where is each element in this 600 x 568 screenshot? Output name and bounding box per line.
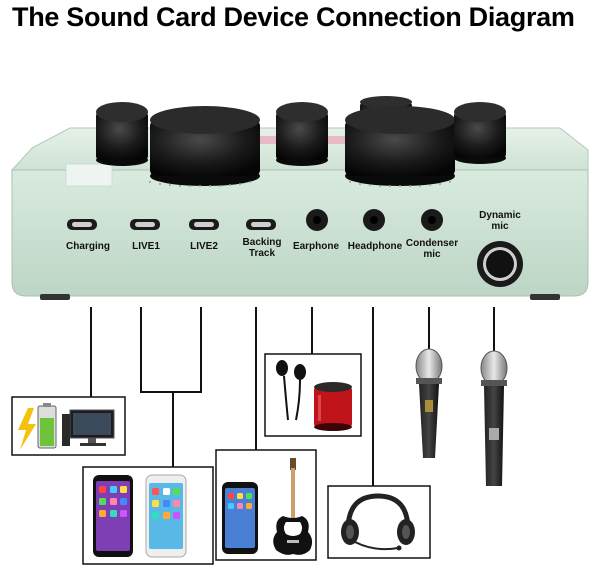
line-live1-live2	[140, 307, 202, 393]
port-label-earphone: Earphone	[293, 241, 340, 252]
port-label-condenser-mic: mic	[423, 249, 441, 260]
port-label-live2: LIVE2	[190, 241, 218, 252]
device-box-live	[82, 466, 214, 565]
live1-port	[130, 219, 160, 230]
dynamic-microphone	[480, 350, 508, 486]
speaker-icon	[314, 382, 352, 431]
large-knob-right	[345, 106, 455, 186]
port-label-headphone: Headphone	[348, 241, 403, 252]
phone-icon	[93, 475, 133, 557]
phone-icon	[145, 474, 187, 558]
charging-port	[67, 219, 97, 230]
earphone-jack	[306, 209, 328, 231]
port-label-backing: Backing	[243, 237, 282, 248]
sound-card-device: Charging LIVE1 LIVE2 Backing Track Earph…	[10, 96, 589, 300]
microphone-icon	[480, 350, 508, 486]
condenser-mic-jack	[421, 209, 443, 231]
port-label-dynamic-mic: mic	[491, 221, 509, 232]
small-knob-left	[96, 102, 148, 166]
live2-port	[189, 219, 219, 230]
phone-icon	[222, 482, 258, 554]
port-label-condenser: Condenser	[406, 238, 458, 249]
large-knob-left	[150, 106, 260, 186]
dynamic-mic-jack	[477, 241, 523, 287]
page-title: The Sound Card Device Connection Diagram	[12, 2, 575, 32]
device-box-earphone	[264, 353, 362, 437]
small-knob-right	[454, 102, 506, 164]
device-box-backing-track	[215, 449, 317, 561]
microphone-icon	[415, 348, 443, 458]
guitar-icon	[273, 458, 313, 555]
speaker-dots	[149, 181, 451, 187]
condenser-microphone	[415, 348, 443, 458]
connection-lines	[90, 307, 495, 486]
headset-icon	[341, 493, 415, 551]
earphones-icon	[276, 360, 306, 421]
port-label-charging: Charging	[66, 241, 110, 252]
small-knob-middle	[276, 102, 328, 166]
computer-icon	[62, 409, 115, 446]
port-label-dynamic: Dynamic	[479, 210, 521, 221]
device-box-charging	[11, 396, 126, 456]
headphone-jack	[363, 209, 385, 231]
backing-track-port	[246, 219, 276, 230]
port-label-track: Track	[249, 248, 276, 259]
lightning-icon	[18, 408, 36, 450]
device-box-headphone	[327, 485, 431, 559]
battery-icon	[37, 403, 57, 449]
port-label-live1: LIVE1	[132, 241, 160, 252]
